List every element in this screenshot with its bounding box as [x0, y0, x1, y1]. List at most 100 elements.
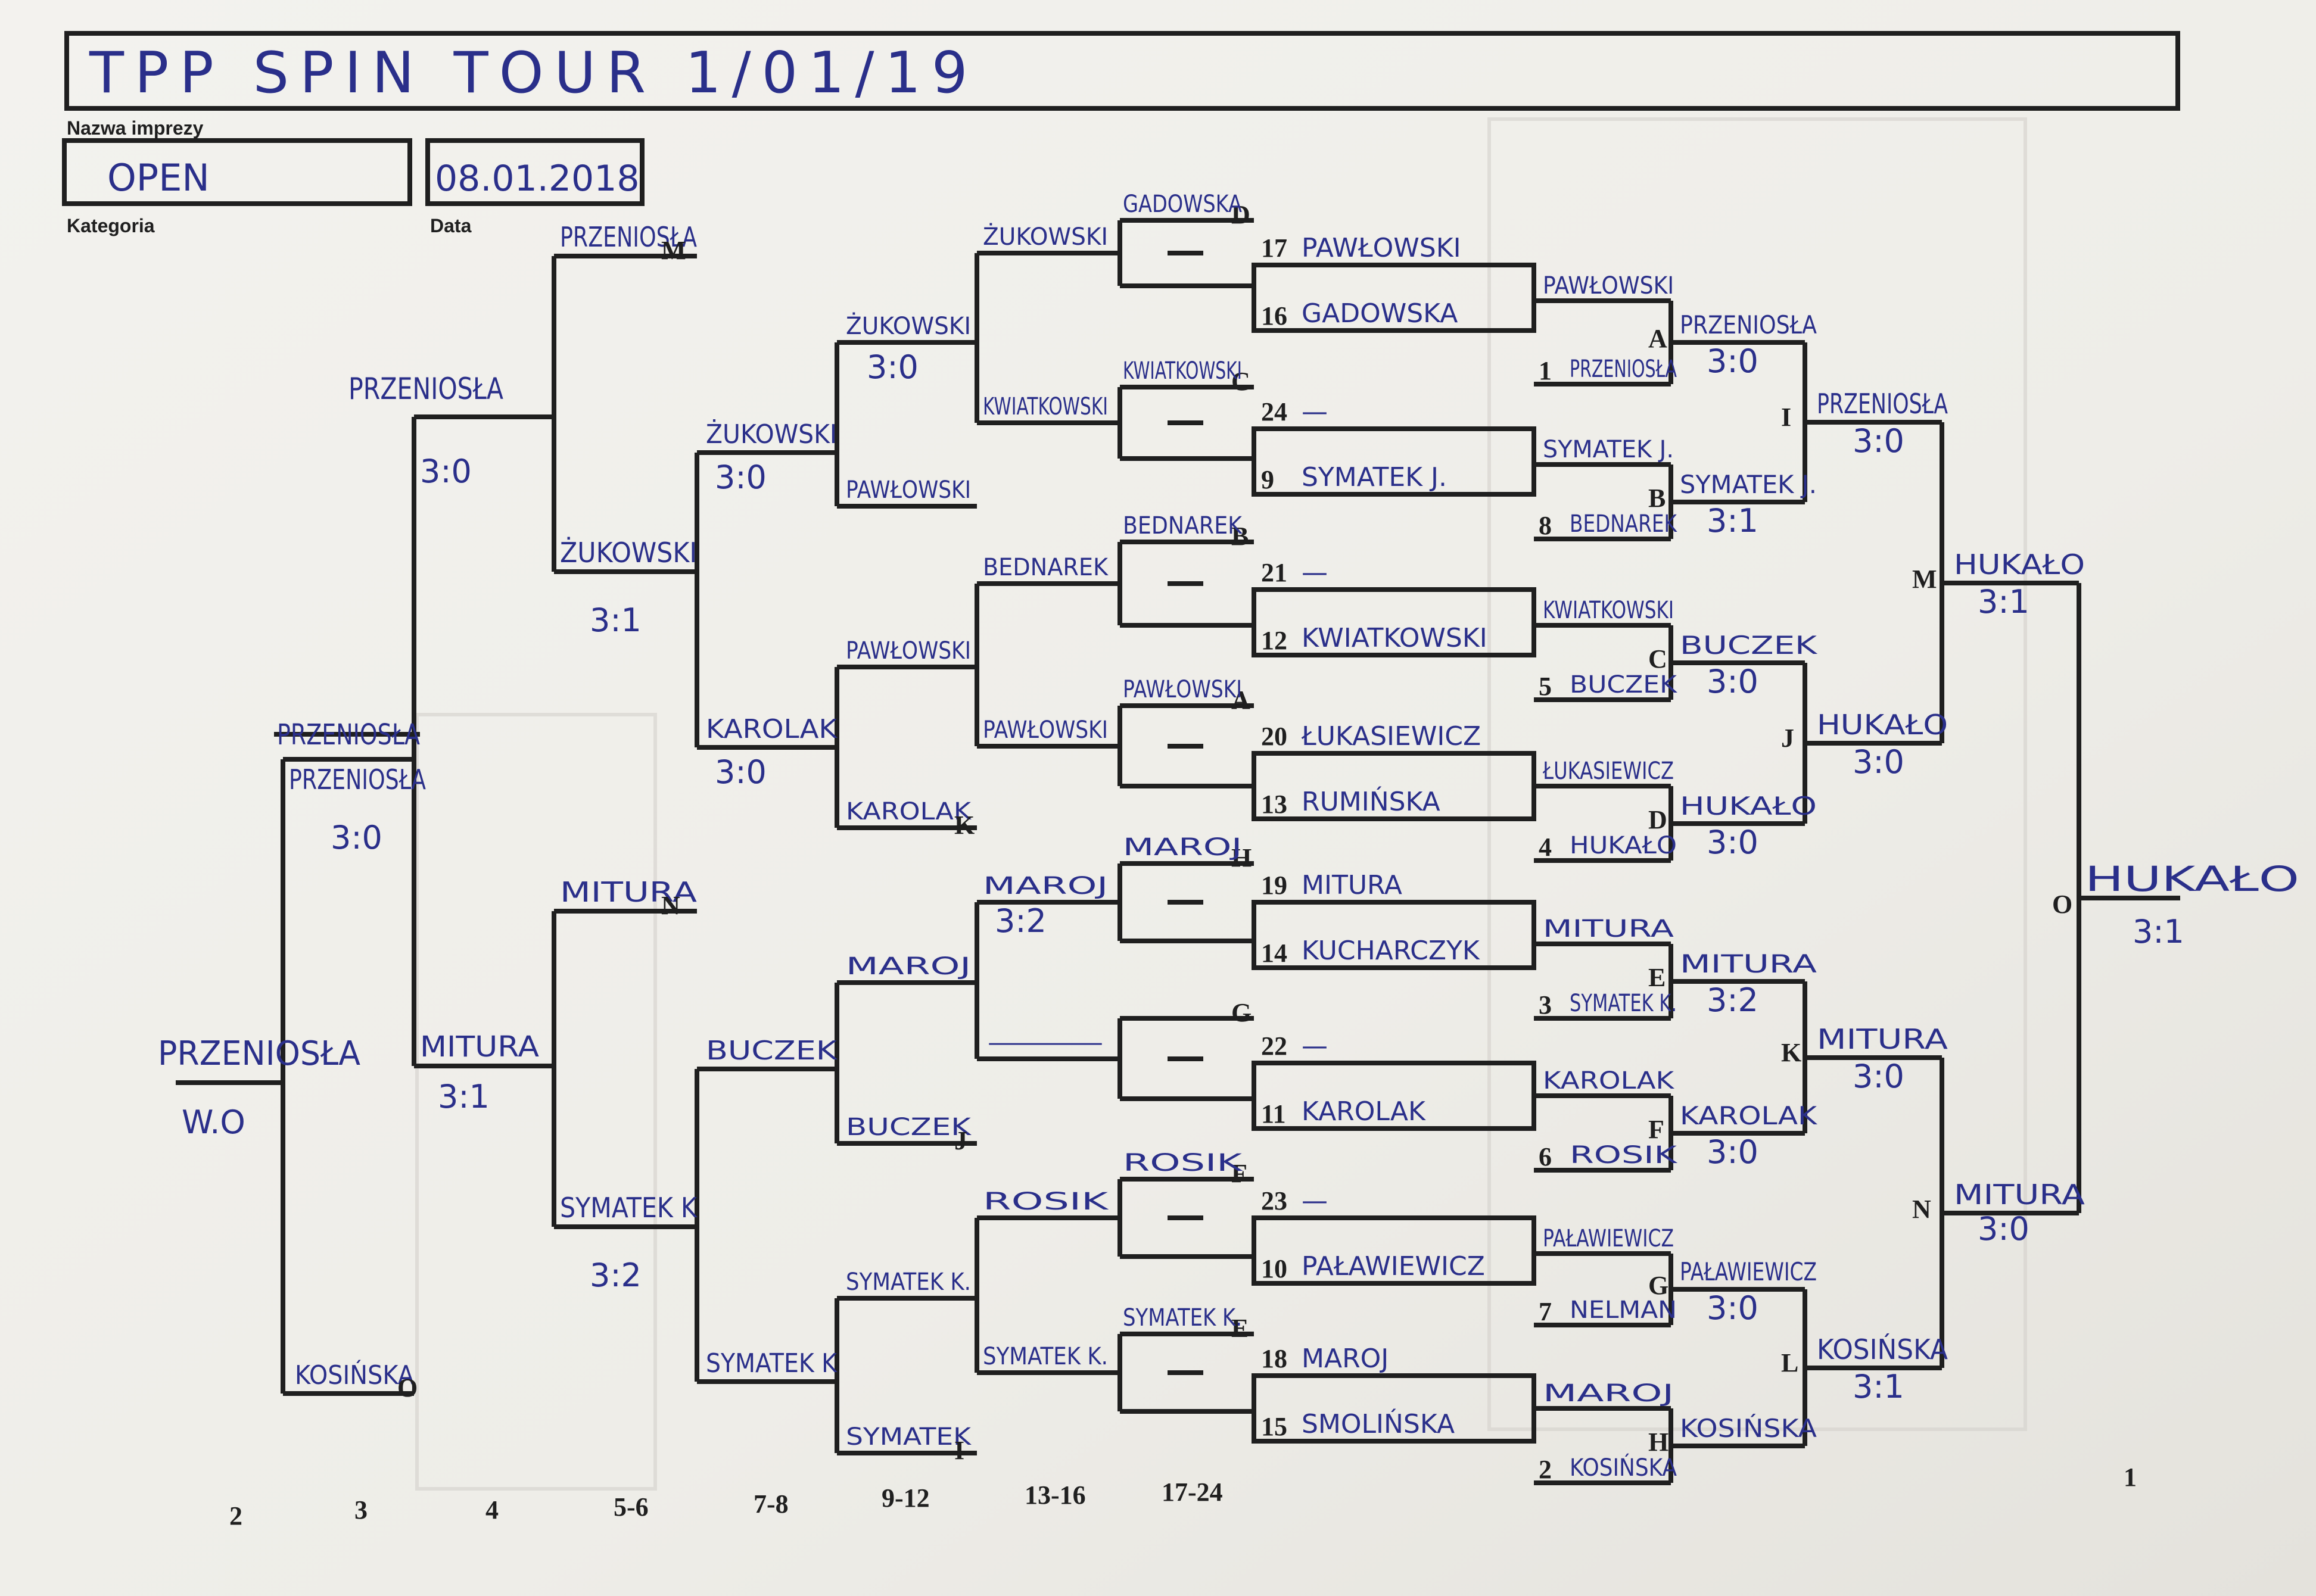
date-label: Data	[430, 215, 472, 236]
player-name: SYMATEK K.	[983, 1343, 1108, 1370]
player-name: MITURA	[420, 1030, 539, 1064]
match-score: 3:0	[1853, 422, 1904, 460]
letter-label: K	[954, 811, 975, 840]
player-name: PAWŁOWSKI	[846, 476, 971, 504]
place-label: 5-6	[614, 1492, 649, 1522]
seed-number: 10	[1261, 1254, 1287, 1283]
player-name: NELMAN	[1570, 1296, 1677, 1324]
letter-label: F	[1231, 1159, 1247, 1188]
seed-pair-box	[1252, 900, 1536, 970]
player-name: BEDNAREK	[1570, 510, 1677, 538]
player-name: MITURA	[1302, 870, 1402, 900]
player-name: KWIATKOWSKI	[1123, 357, 1242, 385]
match-score: 3:0	[1853, 1058, 1904, 1095]
category-label: Kategoria	[67, 215, 155, 236]
player-name: PRZENIOSŁA	[1817, 388, 1948, 420]
seed-number: 2	[1539, 1455, 1552, 1484]
player-name: —	[1302, 557, 1328, 588]
player-name: ŁUKASIEWICZ	[1301, 721, 1481, 752]
player-name: KAROLAK	[1543, 1067, 1675, 1095]
player-name: KOSIŃSKA	[1680, 1413, 1817, 1443]
player-name: SYMATEK J.	[1543, 436, 1674, 463]
match-score: W.O	[182, 1104, 245, 1141]
seed-number: 4	[1539, 833, 1552, 862]
seed-number: 1	[1539, 356, 1552, 385]
player-name: KWIATKOWSKI	[1302, 623, 1487, 653]
seed-number: 15	[1261, 1412, 1287, 1441]
player-name: PAŁAWIEWICZ	[1302, 1251, 1485, 1282]
player-name: HUKAŁO	[1680, 791, 1817, 821]
match-score: 3:2	[1707, 981, 1758, 1019]
letter-label: A	[1648, 324, 1667, 353]
player-name: HUKAŁO	[2085, 859, 2299, 899]
letter-label: K	[1781, 1038, 1801, 1067]
player-name: SYMATEK K.	[1123, 1304, 1242, 1332]
player-name: SYMATEK K	[706, 1348, 838, 1379]
player-name: MITURA	[1543, 915, 1674, 943]
player-name: KOSIŃSKA	[295, 1359, 414, 1391]
player-name: SYMATEK K	[560, 1192, 698, 1224]
player-name: SYMATEK K.	[1570, 990, 1677, 1017]
player-name: MAROJ	[983, 872, 1108, 900]
match-score: 3:0	[1707, 342, 1758, 380]
letter-label: L	[1781, 1348, 1798, 1377]
player-name: HUKAŁO	[1817, 709, 1948, 741]
match-score: 3:0	[867, 348, 919, 386]
date-value: 08.01.2018	[435, 158, 640, 200]
match-score: 3:1	[590, 601, 642, 639]
place-label: 13-16	[1025, 1480, 1086, 1510]
bracket-lines	[176, 218, 2180, 1485]
player-name: PAWŁOWSKI	[1302, 233, 1461, 263]
match-score: 3:1	[1978, 583, 2029, 621]
letter-label: N	[661, 891, 680, 920]
player-name: KAROLAK	[1302, 1096, 1426, 1127]
player-name: BUCZEK	[706, 1036, 838, 1066]
place-label: 9-12	[882, 1483, 930, 1513]
seed-pair-box	[1252, 426, 1536, 497]
player-name: BUCZEK	[846, 1114, 972, 1141]
player-name: ROSIK	[983, 1188, 1110, 1215]
final-letter: O	[2052, 890, 2072, 919]
seed-number: 8	[1539, 511, 1552, 540]
letter-label: N	[1912, 1195, 1931, 1224]
place-label: 17-24	[1162, 1477, 1223, 1507]
player-name: MAROJ	[1123, 834, 1242, 861]
place-label: 2	[229, 1501, 242, 1530]
player-name: ROSIK	[1123, 1149, 1244, 1177]
seed-number: 12	[1261, 626, 1287, 655]
seed-number: 11	[1261, 1099, 1286, 1129]
letter-label: M	[661, 236, 686, 265]
player-name: PRZENIOSŁA	[560, 221, 697, 253]
letter-label: E	[1648, 963, 1666, 992]
player-name: BEDNAREK	[983, 554, 1109, 581]
player-name: SYMATEK J.	[1680, 470, 1817, 499]
player-name: KOSIŃSKA	[1817, 1333, 1948, 1366]
player-name: ŻUKOWSKI	[983, 222, 1108, 251]
letter-label: G	[1648, 1271, 1668, 1300]
player-name: PRZENIOSŁA	[1680, 310, 1817, 339]
struck-name: PRZENIOSŁA	[277, 718, 420, 752]
letter-label: O	[397, 1373, 418, 1402]
player-name: MAROJ	[1302, 1343, 1389, 1374]
player-name: PRZENIOSŁA	[289, 763, 426, 796]
category-box	[62, 138, 412, 206]
letter-label: I	[954, 1436, 964, 1465]
place-label: 1	[2124, 1463, 2137, 1492]
letter-label: F	[1648, 1115, 1664, 1144]
letter-label: D	[1231, 200, 1250, 229]
player-name: —	[983, 1029, 1108, 1056]
seed-number: 9	[1261, 465, 1274, 494]
player-name: HUKAŁO	[1954, 548, 2085, 581]
player-name: PRZENIOSŁA	[158, 1034, 360, 1073]
player-name: PAWŁOWSKI	[1123, 676, 1242, 703]
seed-number: 21	[1261, 558, 1287, 587]
seed-number: 5	[1539, 672, 1552, 701]
letter-label: B	[1648, 484, 1666, 513]
player-name: SMOLIŃSKA	[1302, 1408, 1455, 1439]
match-score: 3:0	[715, 753, 767, 791]
show-through	[415, 117, 2027, 1491]
place-label: 4	[485, 1495, 499, 1525]
place-labels: 2 3 4 5-6 7-8 9-12 13-16 17-24 1	[229, 1463, 2137, 1530]
player-name: ŁUKASIEWICZ	[1542, 758, 1674, 785]
